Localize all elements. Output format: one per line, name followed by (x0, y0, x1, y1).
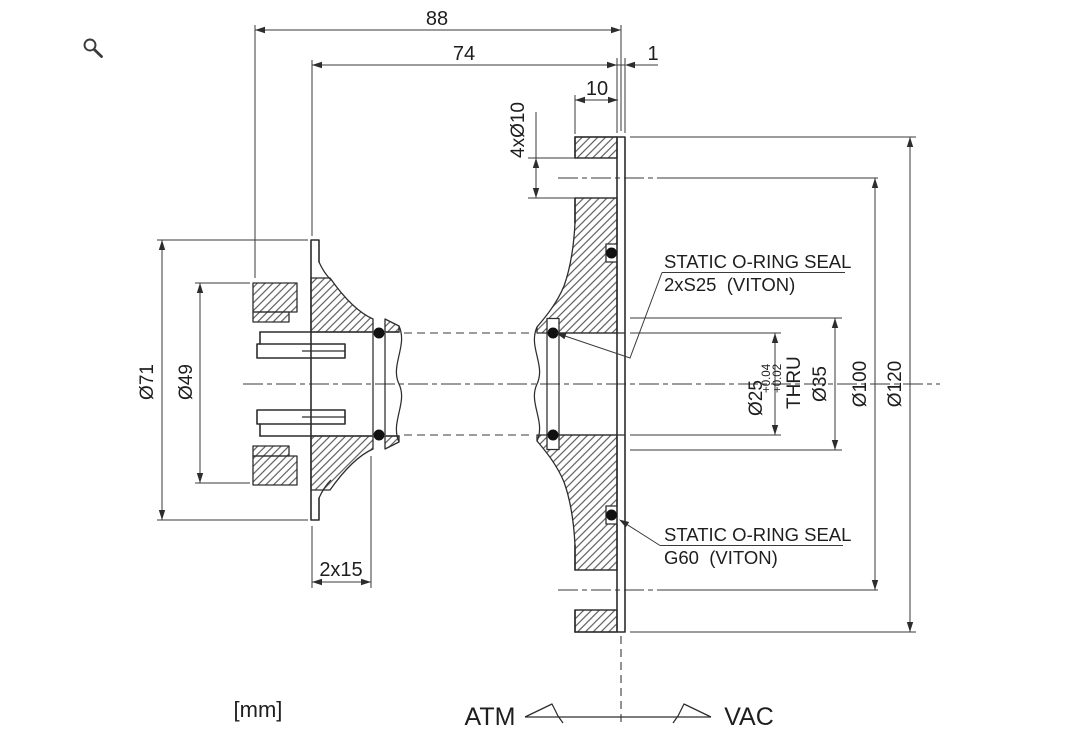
dim-flange-outer-dia: Ø120 (630, 136, 916, 633)
units-label: [mm] (234, 697, 283, 722)
zoom-icon[interactable] (83, 38, 103, 58)
break-line-left (395, 325, 403, 443)
dim-bolt-holes: 4xØ10 (508, 102, 575, 199)
oring-dot-s25 (547, 429, 559, 441)
dim-slot-spacing: 2x15 (311, 456, 372, 588)
dim-bore-dia: Ø25 +0.04 +0.02 THRU (630, 332, 805, 436)
dim-bolt-circle: Ø100 (660, 177, 879, 591)
bore-hidden-lines (404, 332, 533, 436)
oring-dot-s25 (547, 327, 559, 339)
callout-seal-bottom: STATIC O-RING SEAL G60 (VITON) (619, 519, 851, 568)
oring-dot-g60 (606, 509, 617, 521)
dim-label-d71: Ø71 (137, 364, 158, 400)
dim-label-88: 88 (426, 8, 448, 30)
dim-label-1: 1 (647, 43, 658, 65)
s25-oring-grooves (372, 327, 560, 441)
flange-section (533, 136, 626, 633)
dim-label-d35: Ø35 (810, 366, 831, 402)
atmosphere-label: ATM (465, 703, 516, 731)
callout-seal-top-line2: 2xS25 (VITON) (664, 274, 795, 295)
vacuum-label: VAC (724, 703, 774, 731)
oring-dot-g60 (606, 247, 617, 259)
dim-label-d25-tol-upper: +0.04 (761, 363, 773, 393)
dim-label-2x15: 2x15 (319, 559, 362, 581)
callout-seal-top-line1: STATIC O-RING SEAL (664, 251, 851, 272)
dim-label-74: 74 (453, 43, 475, 65)
dim-label-10: 10 (586, 78, 608, 100)
dim-label-thru: THRU (784, 356, 805, 409)
callout-seal-bottom-line2: G60 (VITON) (664, 547, 778, 568)
dim-body-length: 74 1 (311, 43, 659, 236)
oring-dot-s25 (373, 327, 385, 339)
dim-label-d100: Ø100 (850, 361, 871, 407)
callout-seal-bottom-line1: STATIC O-RING SEAL (664, 524, 851, 545)
dim-nut-bore-dia: Ø49 (176, 282, 250, 484)
nut-section (252, 282, 298, 486)
break-line-right (533, 326, 541, 442)
dim-label-d120: Ø120 (885, 361, 906, 407)
dim-label-d49: Ø49 (176, 364, 197, 400)
dim-label-d25-tol-lower: +0.02 (772, 364, 784, 393)
dim-label-4xd10: 4xØ10 (508, 102, 529, 158)
dim-flange-thickness: 10 (574, 78, 618, 134)
dim-hub-dia: Ø35 (630, 317, 842, 451)
dim-overall-length: 88 (254, 8, 622, 278)
collar-section (310, 239, 403, 521)
vac-pennant-icon (672, 703, 712, 724)
dim-nut-outer-dia: Ø71 (137, 239, 308, 521)
atm-vac-indicator: ATM VAC (465, 703, 774, 731)
oring-dot-s25 (373, 429, 385, 441)
centerlines (243, 177, 940, 726)
callout-seal-top: STATIC O-RING SEAL 2xS25 (VITON) (556, 251, 851, 359)
dim-label-d25: Ø25 (746, 380, 767, 416)
atm-pennant-icon (524, 703, 564, 724)
